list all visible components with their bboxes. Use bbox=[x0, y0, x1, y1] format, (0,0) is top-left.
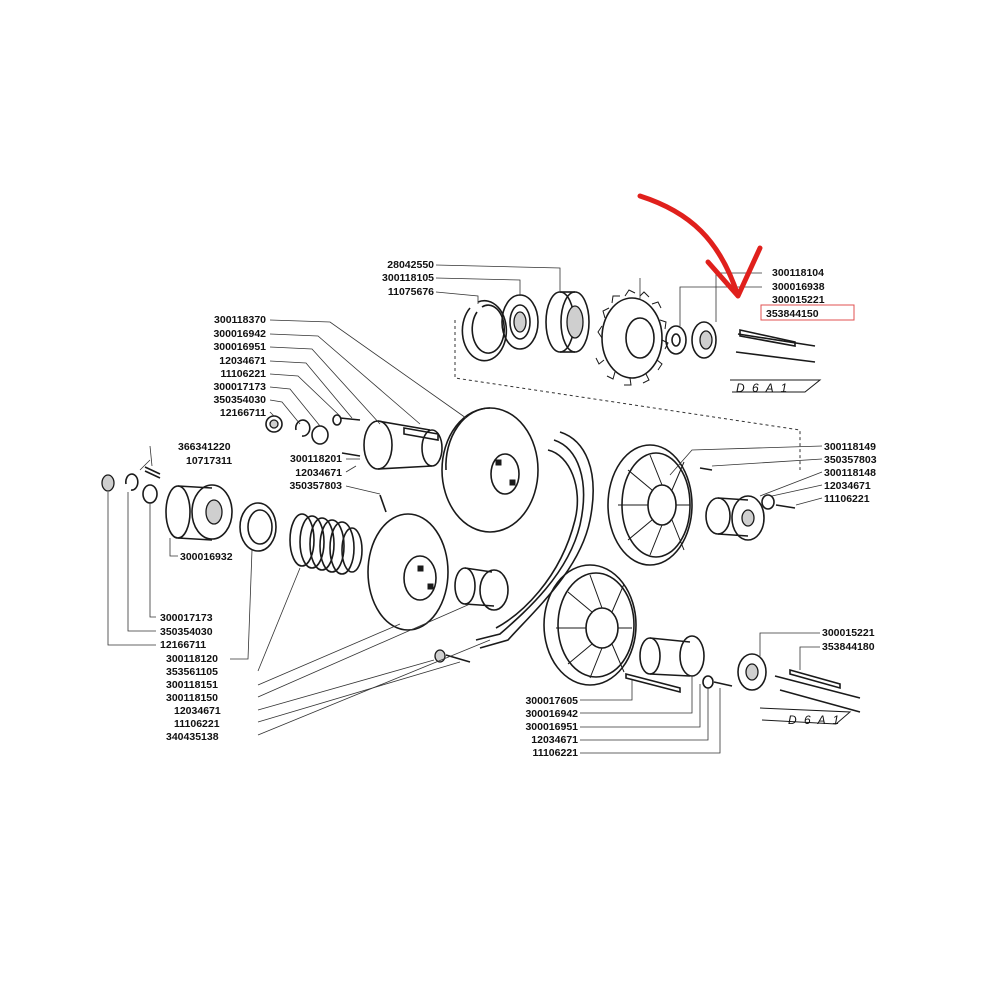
washer-right bbox=[761, 494, 775, 510]
label-group-top-right: 300118104 300016938 300015221 353844150 bbox=[766, 267, 825, 320]
part-label: 12034671 bbox=[295, 467, 342, 479]
part-label: 300016938 bbox=[772, 281, 825, 293]
screw-left bbox=[144, 466, 161, 479]
part-label: 353844180 bbox=[822, 641, 875, 653]
shaft-top bbox=[735, 329, 816, 363]
label-group-left-top: 366341220 10717311 bbox=[178, 441, 232, 467]
part-label: 300017605 bbox=[525, 695, 578, 707]
key-lower bbox=[625, 672, 681, 694]
washer-left bbox=[142, 484, 158, 504]
part-label: 300015221 bbox=[772, 294, 825, 306]
label-group-left-bottom: 300017173 350354030 12166711 300118120 3… bbox=[160, 612, 221, 743]
drum-left bbox=[165, 484, 233, 541]
part-label: 10717311 bbox=[186, 455, 232, 467]
label-group-left-upper: 300118370 300016942 300016951 12034671 1… bbox=[213, 314, 266, 419]
highlight-arrow bbox=[637, 193, 763, 299]
part-label: 300015221 bbox=[822, 627, 875, 639]
part-label: 12034671 bbox=[531, 734, 578, 746]
washer-upper bbox=[311, 425, 329, 445]
hub-center bbox=[454, 567, 509, 611]
part-label: 11106221 bbox=[220, 368, 266, 380]
part-label: 300016942 bbox=[525, 708, 578, 720]
hub-right bbox=[705, 495, 765, 541]
part-label: 300118149 bbox=[824, 441, 876, 453]
part-label: 300118105 bbox=[382, 272, 434, 284]
circlip-top bbox=[461, 299, 508, 362]
v-belt bbox=[475, 431, 594, 649]
part-label: 300118201 bbox=[290, 453, 342, 465]
sprocket-top bbox=[595, 289, 669, 386]
label-group-left-mid: 300016932 bbox=[180, 551, 233, 563]
part-label: 350357803 bbox=[824, 454, 877, 466]
part-label: 11075676 bbox=[388, 286, 434, 298]
part-label: 350357803 bbox=[289, 480, 342, 492]
ring-left bbox=[239, 502, 277, 552]
part-label: 300118104 bbox=[772, 267, 824, 279]
grease-nipple-center bbox=[379, 494, 387, 513]
leader-lines bbox=[107, 264, 823, 754]
part-label: 12034671 bbox=[824, 480, 871, 492]
screw-upper-right bbox=[341, 452, 361, 457]
part-label: 300118148 bbox=[824, 467, 876, 479]
part-label: 11106221 bbox=[532, 747, 578, 759]
label-group-right-middle: 300118149 350357803 300118148 12034671 1… bbox=[824, 441, 877, 505]
washer-lower bbox=[702, 675, 714, 689]
bolt-right bbox=[775, 504, 796, 509]
pulley-disc-lower-left bbox=[367, 513, 449, 631]
part-label: 300016932 bbox=[180, 551, 233, 563]
part-label: 11106221 bbox=[824, 493, 870, 505]
spring-center bbox=[289, 513, 363, 575]
hub-sleeve-upper bbox=[363, 420, 443, 470]
part-label: 300118370 bbox=[214, 314, 266, 326]
spacer-lower bbox=[737, 653, 767, 691]
grease-nipple-right bbox=[699, 467, 713, 471]
highlight-box bbox=[760, 304, 855, 321]
part-label: 300016951 bbox=[525, 721, 578, 733]
part-label: 28042550 bbox=[387, 259, 434, 271]
bolt-lower bbox=[713, 681, 733, 687]
part-label: 300017173 bbox=[160, 612, 213, 624]
part-label: 353561105 bbox=[166, 666, 218, 678]
part-label: 11106221 bbox=[174, 718, 220, 730]
part-label: 350354030 bbox=[213, 394, 266, 406]
label-group-bottom-center: 300017605 300016942 300016951 12034671 1… bbox=[525, 695, 578, 759]
part-label: 300017173 bbox=[213, 381, 266, 393]
nut-left bbox=[101, 474, 115, 492]
shaft-lower bbox=[759, 668, 861, 725]
part-label: 12166711 bbox=[160, 639, 206, 651]
spoked-pulley-lower bbox=[543, 564, 637, 686]
washer-top bbox=[665, 325, 687, 355]
label-group-bottom-right: 300015221 353844180 bbox=[822, 627, 875, 653]
part-label: 300016951 bbox=[213, 341, 266, 353]
shaft-section-top bbox=[730, 379, 822, 393]
part-label: 300118150 bbox=[166, 692, 218, 704]
label-group-top-left: 28042550 300118105 11075676 bbox=[382, 259, 434, 298]
spring-washer-left bbox=[125, 473, 139, 491]
pulley-disc-upper bbox=[441, 407, 539, 533]
section-tag-top: D 6 A 1 bbox=[736, 381, 789, 395]
part-label: 300118151 bbox=[166, 679, 218, 691]
part-label: 350354030 bbox=[160, 626, 213, 638]
nut-upper bbox=[265, 415, 283, 433]
label-group-mid-upper: 300118201 12034671 350357803 bbox=[289, 453, 342, 492]
section-tag-bottom: D 6 A 1 bbox=[788, 713, 841, 727]
spoked-pulley-right bbox=[607, 444, 693, 566]
bearing-top bbox=[545, 291, 590, 353]
part-label: 12034671 bbox=[219, 355, 266, 367]
part-label: 366341220 bbox=[178, 441, 231, 453]
part-label: 300016942 bbox=[213, 328, 266, 340]
subassembly-boundary bbox=[454, 320, 801, 470]
part-label: 300118120 bbox=[166, 653, 218, 665]
spacer-top bbox=[691, 321, 717, 359]
part-label: 12166711 bbox=[220, 407, 266, 419]
part-label-highlighted: 353844150 bbox=[766, 308, 819, 320]
bolt-upper bbox=[332, 414, 361, 426]
part-label: 12034671 bbox=[174, 705, 221, 717]
spring-washer-upper bbox=[294, 419, 311, 437]
sleeve-lower bbox=[639, 635, 705, 677]
part-label: 340435138 bbox=[166, 731, 219, 743]
seal-top bbox=[501, 294, 539, 350]
